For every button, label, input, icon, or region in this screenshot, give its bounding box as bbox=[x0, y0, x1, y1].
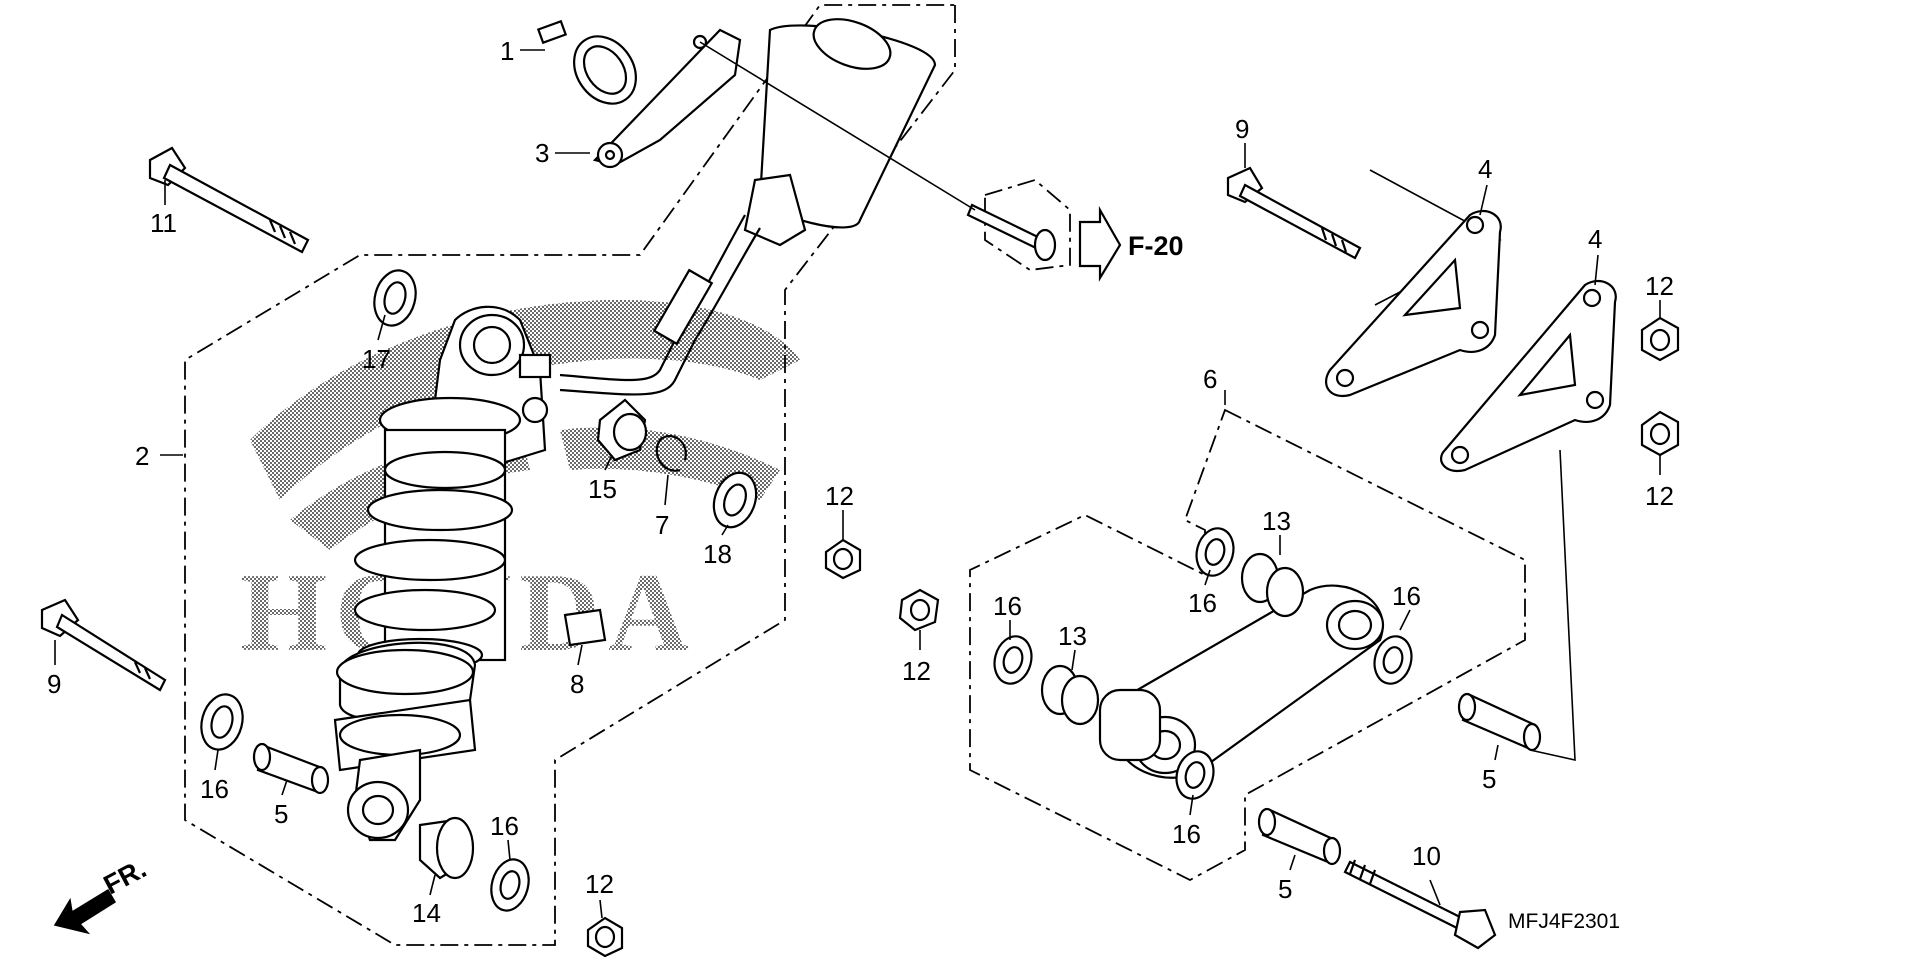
callout-7: 7 bbox=[655, 510, 669, 540]
callout-16-link-top: 16 bbox=[1188, 588, 1217, 618]
part-collar-5-bottom bbox=[1257, 807, 1342, 866]
part-dust-seal-16-link-top bbox=[1195, 527, 1235, 577]
part-reservoir-stay bbox=[592, 28, 742, 169]
callout-18: 18 bbox=[703, 539, 732, 569]
part-nut-12-link bbox=[898, 588, 940, 632]
part-bearing-14 bbox=[418, 816, 475, 880]
part-shock-link-6 bbox=[1098, 584, 1385, 779]
part-bolt-9-right bbox=[1226, 166, 1362, 260]
part-bolt-9-left bbox=[40, 598, 167, 692]
part-nut-12-upper-right bbox=[1640, 316, 1680, 362]
part-dust-seal-16-left bbox=[200, 693, 244, 751]
part-dust-seal-16-link-left bbox=[993, 635, 1033, 685]
callout-1: 1 bbox=[500, 36, 514, 66]
callout-2: 2 bbox=[135, 441, 149, 471]
callout-8: 8 bbox=[570, 669, 584, 699]
callout-11: 11 bbox=[150, 208, 177, 238]
callout-12-link: 12 bbox=[902, 656, 931, 686]
callout-16-link-right: 16 bbox=[1392, 581, 1421, 611]
callout-5-right: 5 bbox=[1482, 764, 1496, 794]
diagram-code: MFJ4F2301 bbox=[1508, 910, 1620, 933]
part-bracket-4-front bbox=[1440, 279, 1617, 473]
part-nut-12-lower-right bbox=[1640, 410, 1680, 457]
reference-label: F-20 bbox=[1128, 231, 1184, 261]
part-pivot-bolt bbox=[966, 203, 1057, 262]
part-shock-reservoir bbox=[559, 18, 937, 396]
part-dust-seal-16-link-bottom bbox=[1175, 750, 1215, 800]
callout-6: 6 bbox=[1203, 364, 1217, 394]
part-nut-12-bottom bbox=[586, 916, 624, 958]
part-rear-shock-absorber bbox=[333, 305, 552, 842]
part-dust-seal-17 bbox=[373, 269, 417, 327]
pivot-bolt-outline bbox=[984, 178, 1071, 271]
callout-12-upper-right: 12 bbox=[1645, 271, 1674, 301]
callout-13-top: 13 bbox=[1262, 506, 1291, 536]
callout-9-left: 9 bbox=[47, 669, 61, 699]
part-nut-12-mid bbox=[824, 538, 862, 580]
part-circlip-7 bbox=[655, 435, 687, 472]
callout-17: 17 bbox=[362, 344, 391, 374]
reference-arrow-f20: F-20 bbox=[1078, 205, 1184, 282]
part-dust-seal-16-bottom bbox=[490, 858, 530, 912]
part-bearing-13-left bbox=[1040, 664, 1100, 726]
callout-12-bottom: 12 bbox=[585, 869, 614, 899]
callout-16-bottom: 16 bbox=[490, 811, 519, 841]
callout-numbers: 1 3 11 17 2 15 7 18 8 9 16 5 14 16 12 12… bbox=[47, 36, 1674, 928]
part-clamp-band bbox=[536, 19, 637, 105]
part-dust-seal-16-link-right bbox=[1373, 635, 1413, 685]
callout-5-left: 5 bbox=[274, 799, 288, 829]
callout-10: 10 bbox=[1412, 841, 1441, 871]
leader-lines bbox=[54, 41, 1661, 919]
callout-3: 3 bbox=[535, 138, 549, 168]
callout-5-bottom: 5 bbox=[1278, 874, 1292, 904]
part-collar-15 bbox=[596, 398, 648, 462]
part-collar-5-left bbox=[252, 742, 330, 795]
callout-13-left: 13 bbox=[1058, 621, 1087, 651]
shock-assembly-outline bbox=[184, 4, 956, 946]
part-bearing-13-top bbox=[1240, 552, 1305, 618]
front-direction-arrow: FR. bbox=[53, 853, 151, 935]
link-assembly-outline bbox=[969, 408, 1526, 882]
part-collar-5-right bbox=[1457, 692, 1542, 752]
callout-14: 14 bbox=[412, 898, 441, 928]
part-bolt-11 bbox=[148, 146, 310, 254]
callout-4-rear: 4 bbox=[1478, 154, 1492, 184]
callout-16-link-bottom: 16 bbox=[1172, 819, 1201, 849]
callout-4-front: 4 bbox=[1588, 224, 1602, 254]
callout-16-link-left: 16 bbox=[993, 591, 1022, 621]
part-label-tag-8 bbox=[563, 608, 607, 647]
callout-12-mid: 12 bbox=[825, 481, 854, 511]
part-bolt-10 bbox=[1343, 859, 1497, 950]
callout-15: 15 bbox=[588, 474, 617, 504]
callout-12-lower-right: 12 bbox=[1645, 481, 1674, 511]
part-bracket-4-rear bbox=[1325, 209, 1502, 398]
callout-9-right: 9 bbox=[1235, 114, 1249, 144]
part-dust-seal-18 bbox=[712, 471, 758, 529]
callout-16-left: 16 bbox=[200, 774, 229, 804]
bracket-group-bracket-lower bbox=[1529, 449, 1576, 762]
